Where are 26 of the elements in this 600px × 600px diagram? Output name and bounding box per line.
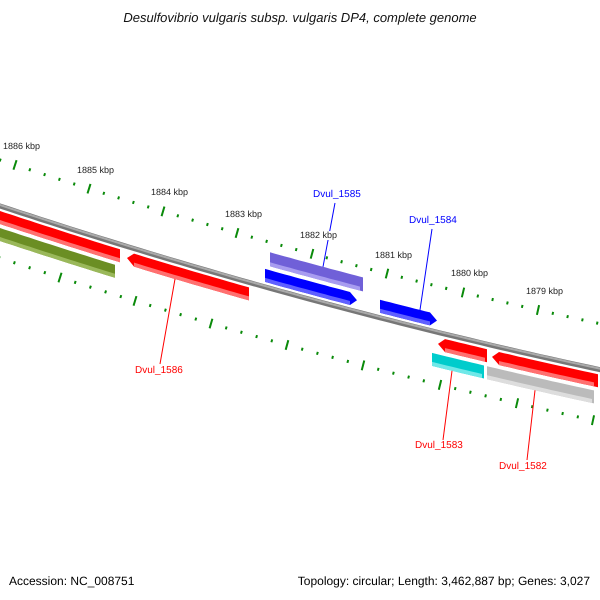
scale-label: 1880 kbp [451, 269, 488, 278]
gene-block [438, 339, 487, 362]
leader-line [420, 228, 432, 310]
leader-line [526, 390, 536, 460]
scale-label: 1884 kbp [151, 188, 188, 198]
gene-label: Dvul_1583 [415, 441, 463, 451]
scale-label: 1883 kbp [225, 210, 262, 219]
accession-text: Accession: NC_008751 [9, 575, 134, 587]
gene-label: Dvul_1585 [313, 190, 361, 200]
gene-label: Dvul_1586 [135, 366, 183, 376]
gene-label: Dvul_1584 [409, 216, 457, 226]
scale-label: 1881 kbp [375, 250, 412, 260]
gene-block [127, 254, 249, 300]
leader-line [322, 202, 336, 268]
title: Desulfovibrio vulgaris subsp. vulgaris DP4, complete genome [122, 11, 478, 24]
genome-info-text: Topology: circular; Length: 3,462,887 bp; Genes: 3,027 [298, 575, 590, 587]
gene-label: Dvul_1582 [499, 462, 547, 472]
scale-label: 1885 kbp [77, 166, 114, 175]
scale-label: 1882 kbp [300, 230, 338, 240]
scale-label: 1879 kbp [526, 287, 564, 296]
leader-line [160, 278, 176, 364]
leader-line [442, 370, 452, 440]
scale-label: 1886 kbp [3, 142, 40, 151]
gene-block [380, 300, 437, 326]
gene-block [492, 352, 598, 388]
gene-block [270, 252, 363, 292]
